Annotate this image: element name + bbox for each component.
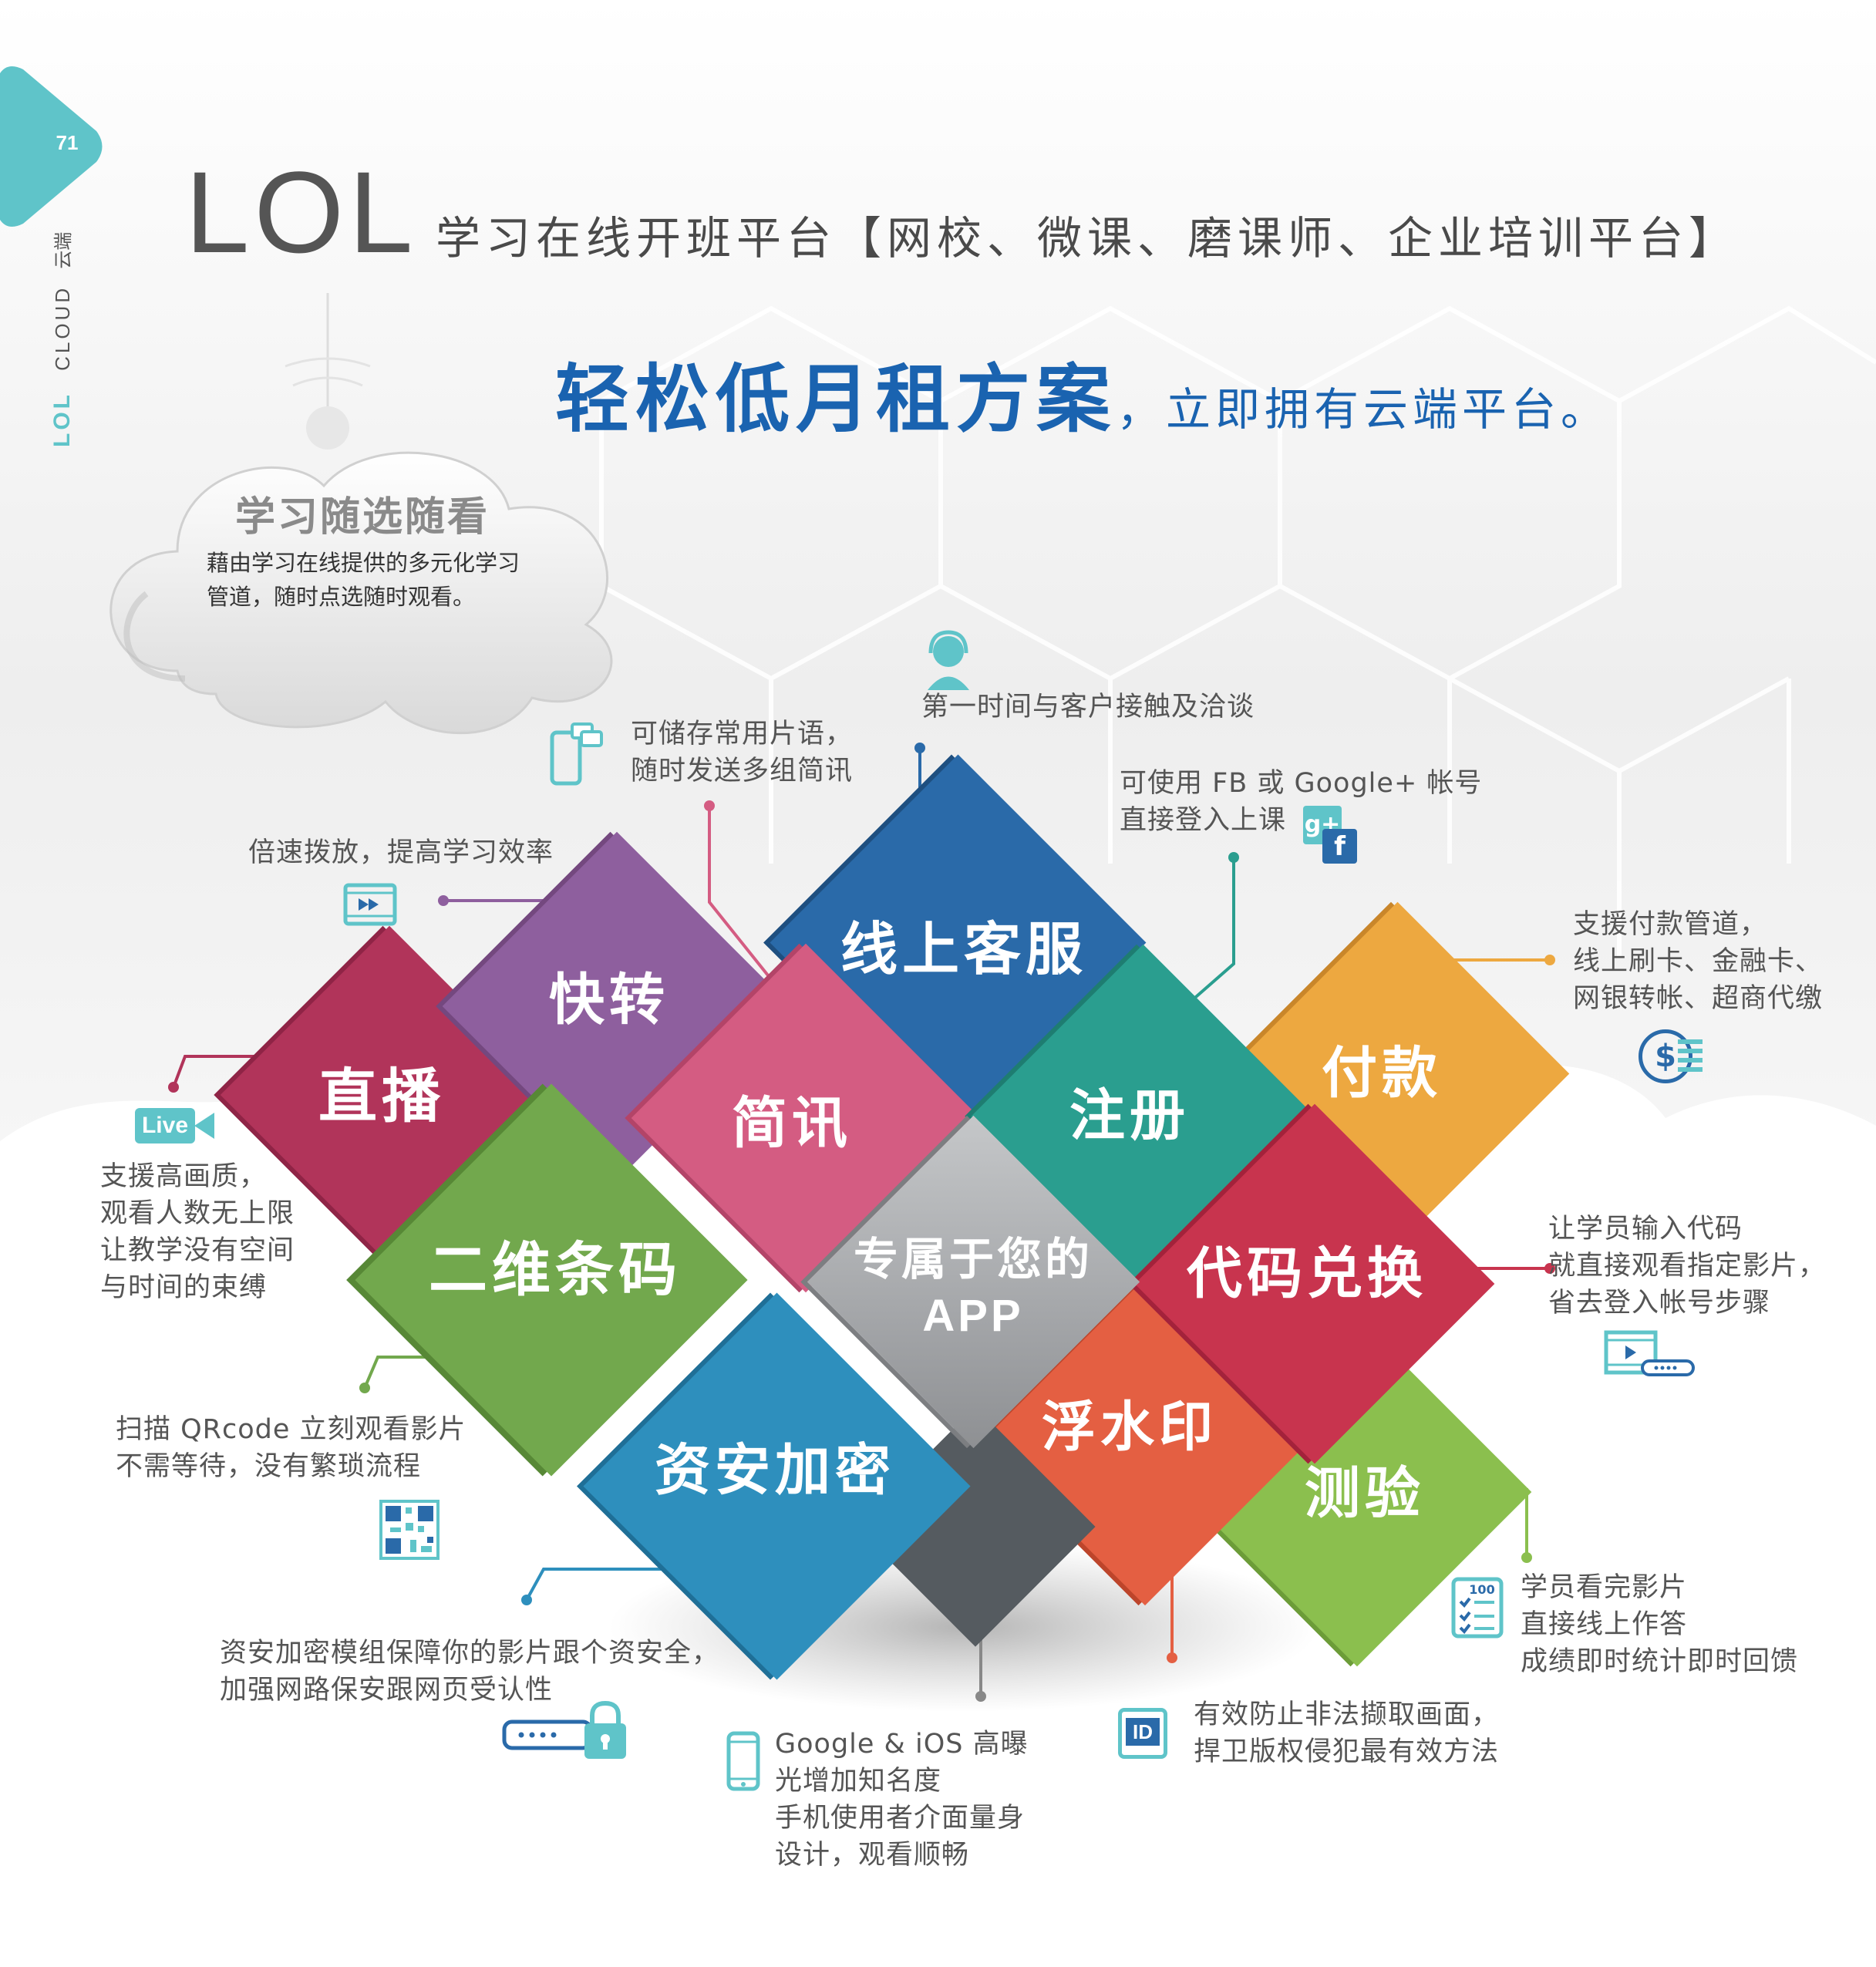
money-icon: $ (1639, 1029, 1692, 1083)
desc-qr: 扫描 QRcode 立刻观看影片 不需等待，没有繁琐流程 (116, 1411, 466, 1485)
page-number: 71 (56, 131, 79, 154)
slogan: 轻松低月租方案，立即拥有云端平台。 (555, 339, 1610, 446)
mobile-chat-icon (550, 722, 603, 786)
desc-security: 资安加密模组保障你的影片跟个资安全， 加强网路保安跟网页受认性 (220, 1635, 719, 1709)
desc-line: 直接线上作答 (1521, 1609, 1688, 1640)
desc-line: 第一时间与客户接触及洽谈 (921, 692, 1255, 722)
desc-line: 直接登入上课 (1120, 805, 1287, 836)
tile-label-fast: 快转 (548, 967, 670, 1032)
headset-icon (928, 630, 969, 690)
desc-quiz: 学员看完影片 直接线上作答 成绩即时统计即时回馈 (1521, 1569, 1798, 1680)
desc-line: 随时发送多组简讯 (631, 756, 854, 786)
camera-icon (194, 1113, 214, 1139)
app-label-line: APP (922, 1291, 1024, 1341)
logo: LOL (185, 147, 418, 277)
desc-line: 支援付款管道， (1573, 909, 1768, 940)
desc-line: 网银转帐、超商代缴 (1573, 983, 1824, 1014)
app-label-line: 专属于您的 (853, 1233, 1093, 1285)
desc-line: Google & iOS 高曝 (775, 1729, 1029, 1760)
fast-forward-icon (343, 883, 397, 926)
desc-sms: 可储存常用片语， 随时发送多组简讯 (631, 716, 853, 790)
tile-label-service: 线上客服 (840, 916, 1087, 983)
checklist-icon (1451, 1577, 1504, 1639)
password-lock-icon (502, 1700, 626, 1759)
desc-line: 可使用 FB 或 Google+ 帐号 (1120, 768, 1483, 799)
tile-label-app: 专属于您的 APP (854, 1231, 1093, 1345)
tile-label-sms: 简讯 (731, 1090, 853, 1156)
desc-register: 可使用 FB 或 Google+ 帐号 直接登入上课 (1120, 765, 1482, 839)
desc-line: 支援高画质， (100, 1161, 268, 1192)
desc-line: 捍卫版权侵犯最有效方法 (1194, 1736, 1500, 1767)
tile-label-quiz: 测验 (1304, 1460, 1426, 1526)
slogan-main: 轻松低月租方案 (555, 356, 1117, 443)
desc-line: 资安加密模组保障你的影片跟个资安全， (220, 1638, 720, 1669)
desc-pay: 支援付款管道， 线上刷卡、金融卡、 网银转帐、超商代缴 (1573, 906, 1823, 1017)
desc-line: 手机使用者介面量身 (775, 1803, 1026, 1834)
page-title: 学习在线开班平台【网校、微课、磨课师、企业培训平台】 (436, 212, 1740, 264)
desc-line: 让教学没有空间 (100, 1235, 295, 1266)
desc-line: 让学员输入代码 (1548, 1214, 1743, 1245)
cloud-desc-line: 管道，随时点选随时观看。 (207, 584, 476, 610)
id-badge-label: ID (1126, 1718, 1160, 1746)
video-player-icon (1604, 1330, 1695, 1376)
desc-fast: 倍速拨放，提高学习效率 (248, 834, 554, 871)
tile-label-code: 代码兑换 (1186, 1241, 1428, 1306)
slogan-sub: ，立即拥有云端平台。 (1117, 383, 1611, 436)
desc-line: 倍速拨放，提高学习效率 (248, 837, 554, 868)
tile-label-register: 注册 (1069, 1083, 1191, 1148)
qr-code-icon (379, 1500, 440, 1560)
tile-label-qr: 二维条码 (429, 1235, 682, 1304)
tile-label-watermark: 浮水印 (1042, 1395, 1218, 1459)
facebook-icon: f (1322, 829, 1357, 864)
desc-line: 可储存常用片语， (631, 719, 854, 749)
tile-label-live: 直播 (318, 1062, 445, 1130)
desc-line: 不需等待，没有繁琐流程 (116, 1451, 422, 1482)
desc-line: 就直接观看指定影片， (1548, 1251, 1827, 1282)
desc-line: 扫描 QRcode 立刻观看影片 (116, 1414, 466, 1445)
desc-service: 第一时间与客户接触及洽谈 (921, 689, 1255, 726)
desc-line: 设计，观看顺畅 (775, 1840, 970, 1871)
desc-line: 省去登入帐号步骤 (1548, 1288, 1771, 1319)
tile-label-security: 资安加密 (654, 1437, 896, 1503)
desc-app: Google & iOS 高曝 光增加知名度 手机使用者介面量身 设计，观看顺畅 (775, 1726, 1029, 1874)
desc-live: 支援高画质， 观看人数无上限 让教学没有空间 与时间的束缚 (100, 1158, 295, 1306)
stack-lines-icon (1678, 1039, 1703, 1072)
desc-line: 与时间的束缚 (100, 1272, 268, 1303)
smartphone-icon (726, 1731, 760, 1791)
cloud-title: 学习随选随看 (234, 494, 490, 541)
cloud-description: 藉由学习在线提供的多元化学习 管道，随时点选随时观看。 (207, 546, 561, 614)
id-card-icon (1118, 1708, 1167, 1759)
desc-line: 线上刷卡、金融卡、 (1573, 946, 1824, 977)
desc-line: 加强网路保安跟网页受认性 (220, 1675, 554, 1706)
tile-label-pay: 付款 (1321, 1040, 1443, 1106)
desc-line: 观看人数无上限 (100, 1198, 295, 1229)
cloud-desc-line: 藉由学习在线提供的多元化学习 (207, 550, 520, 576)
desc-code: 让学员输入代码 就直接观看指定影片， 省去登入帐号步骤 (1548, 1211, 1826, 1322)
desc-watermark: 有效防止非法撷取画面， 捍卫版权侵犯最有效方法 (1194, 1696, 1499, 1770)
desc-line: 成绩即时统计即时回馈 (1521, 1646, 1799, 1677)
quiz-score-label: 100 (1469, 1582, 1495, 1597)
desc-line: 有效防止非法撷取画面， (1194, 1699, 1500, 1730)
live-badge-icon: Live (135, 1108, 195, 1143)
desc-line: 光增加知名度 (775, 1766, 942, 1797)
desc-line: 学员看完影片 (1521, 1572, 1688, 1603)
